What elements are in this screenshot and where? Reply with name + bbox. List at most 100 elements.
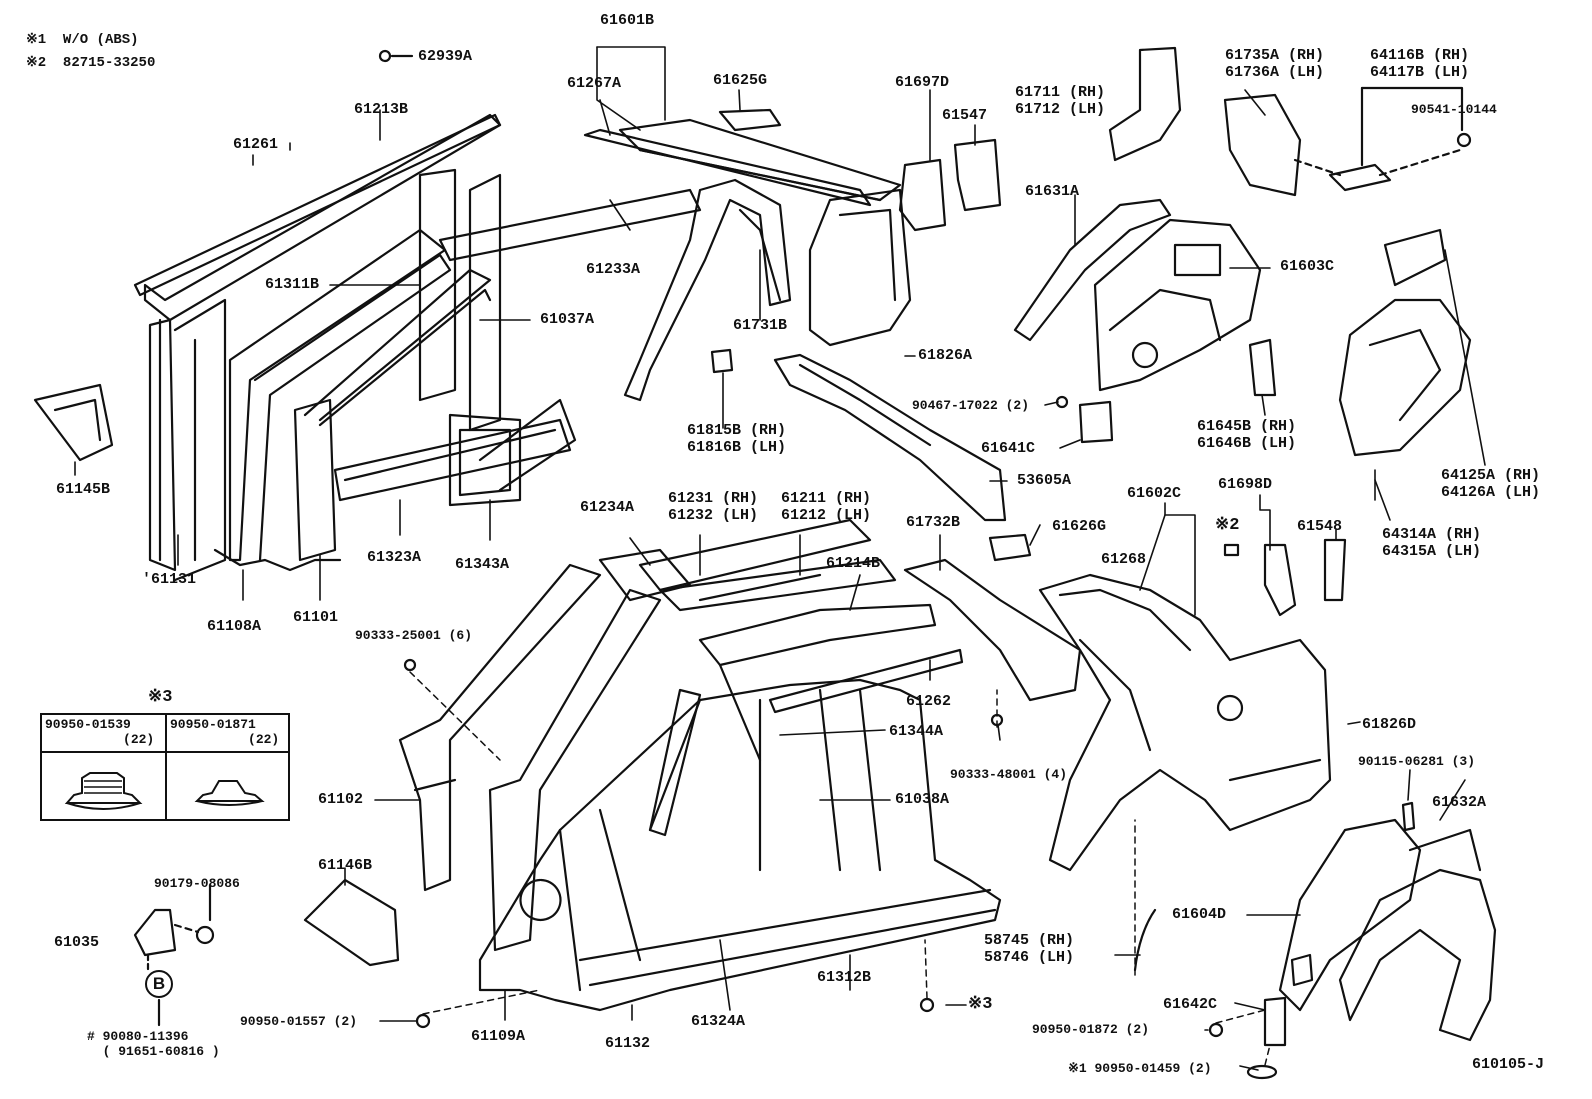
label-61211: 61211 (RH) 61212 (LH) (781, 490, 872, 524)
legend-divider-vertical (165, 715, 167, 819)
label-61548: 61548 (1297, 518, 1343, 535)
bracket-64116B (1328, 163, 1392, 192)
label-61698D: 61698D (1218, 476, 1273, 493)
pillar-61711 (1108, 46, 1182, 162)
label-90179: 90179-08086 (154, 876, 240, 891)
legend-table: 90950-01539 (22) 90950-01871 (22) (40, 713, 290, 821)
label-61731B: 61731B (733, 317, 788, 334)
label-61146B: 61146B (318, 857, 373, 874)
label-61697D: 61697D (895, 74, 950, 91)
bracket-61815B (710, 348, 734, 374)
bracket-61697D (898, 158, 947, 232)
label-64125A: 64125A (RH) 64126A (LH) (1441, 467, 1541, 501)
label-61262: 61262 (906, 693, 952, 710)
note-abs: ※1 W/O (ABS) (26, 32, 139, 48)
label-61826A: 61826A (918, 347, 973, 364)
label-61735A: 61735A (RH) 61736A (LH) (1225, 47, 1325, 81)
label-90467: 90467-17022 (2) (912, 398, 1030, 413)
label-61035: 61035 (54, 934, 100, 951)
legend-col1-header: 90950-01539 (22) (45, 717, 155, 747)
wheelhouse-61604D (1263, 818, 1497, 1047)
label-61101: 61101 (293, 609, 339, 626)
quarter-panel-61602C (1038, 573, 1332, 872)
label-61343A: 61343A (455, 556, 510, 573)
side-panel-61312B (478, 678, 1002, 1012)
label-90333-25001: 90333-25001 (6) (355, 628, 473, 643)
label-61641C: 61641C (981, 440, 1036, 457)
label-61312B: 61312B (817, 969, 872, 986)
label-61645B: 61645B (RH) 61646B (LH) (1197, 418, 1297, 452)
bracket-61641C (1078, 400, 1114, 444)
label-61602C: 61602C (1127, 485, 1182, 502)
label-90080: # 90080-11396 ( 91651-60816 ) (87, 1029, 220, 1059)
label-90950-01459: ※1 90950-01459 (2) (1068, 1061, 1212, 1076)
label-90950-01872: 90950-01872 (2) (1032, 1022, 1150, 1037)
bracket-61547 (953, 138, 1002, 212)
label-61131: '61131 (142, 571, 197, 588)
label-61631A: 61631A (1025, 183, 1080, 200)
label-61323A: 61323A (367, 549, 422, 566)
label-61267A: 61267A (567, 75, 622, 92)
label-61233A: 61233A (586, 261, 641, 278)
label-61038A: 61038A (895, 791, 950, 808)
label-61815B: 61815B (RH) 61816B (LH) (687, 422, 787, 456)
label-61214B: 61214B (826, 555, 881, 572)
label-61732B: 61732B (906, 514, 961, 531)
label-64116B: 64116B (RH) 64117B (LH) (1370, 47, 1470, 81)
legend-col2-header: 90950-01871 (22) (170, 717, 280, 747)
quarter-pillar-61731B (623, 178, 912, 402)
bracket-61035 (133, 908, 177, 957)
label-62939A: 62939A (418, 48, 473, 65)
bracket-61548 (1323, 538, 1347, 602)
label-58745: 58745 (RH) 58746 (LH) (984, 932, 1075, 966)
label-61261: 61261 (233, 136, 279, 153)
note-part-82715: ※2 82715-33250 (26, 55, 156, 71)
wheelhouse-61603C (1013, 198, 1262, 392)
label-90333-48001: 90333-48001 (4) (950, 767, 1068, 782)
label-61037A: 61037A (540, 311, 595, 328)
legend-divider-horizontal (42, 751, 288, 753)
label-61642C: 61642C (1163, 996, 1218, 1013)
label-90541: 90541-10144 (1411, 102, 1497, 117)
front-pillar-61102 (398, 548, 692, 952)
label-90115: 90115-06281 (3) (1358, 754, 1476, 769)
label-90950-01557: 90950-01557 (2) (240, 1014, 358, 1029)
pillar-61732B (903, 558, 1082, 702)
roof-frame-61214B (698, 603, 964, 762)
label-61603C: 61603C (1280, 258, 1335, 275)
label-61626G: 61626G (1052, 518, 1107, 535)
label-61711: 61711 (RH) 61712 (LH) (1015, 84, 1106, 118)
label-61213B: 61213B (354, 101, 409, 118)
label-61231: 61231 (RH) 61232 (LH) (668, 490, 759, 524)
reference-badge: B (145, 970, 173, 998)
roof-rail-61601B (583, 118, 902, 207)
bracket-61645B (1248, 338, 1277, 397)
label-53605A: 53605A (1017, 472, 1072, 489)
strip-58745 (1133, 908, 1157, 972)
bracket-61735A (1223, 93, 1302, 197)
plug-icon-large (64, 772, 143, 810)
label-64314A: 64314A (RH) 64315A (LH) (1382, 526, 1482, 560)
label-61547: 61547 (942, 107, 988, 124)
label-61132: 61132 (605, 1035, 651, 1052)
label-61601B: 61601B (600, 12, 655, 29)
diagram-id: 610105-J (1472, 1056, 1545, 1073)
inner-panel-64125A (1338, 228, 1472, 457)
label-61324A: 61324A (691, 1013, 746, 1030)
label-61826D: 61826D (1362, 716, 1417, 733)
label-61145B: 61145B (56, 481, 111, 498)
roof-rail-61261 (133, 113, 502, 297)
label-61102: 61102 (318, 791, 364, 808)
legend-title: ※3 (148, 688, 173, 707)
roof-reinforcement-61231 (638, 518, 897, 612)
label-61268: 61268 (1101, 551, 1147, 568)
label-61311B: 61311B (265, 276, 320, 293)
label-61234A: 61234A (580, 499, 635, 516)
label-61108A: 61108A (207, 618, 262, 635)
label-note2-mark: ※2 (1215, 516, 1240, 535)
bracket-61698D (1263, 543, 1297, 617)
label-mark3: ※3 (968, 995, 993, 1014)
label-61109A: 61109A (471, 1028, 526, 1045)
gusset-61146B (303, 878, 400, 967)
